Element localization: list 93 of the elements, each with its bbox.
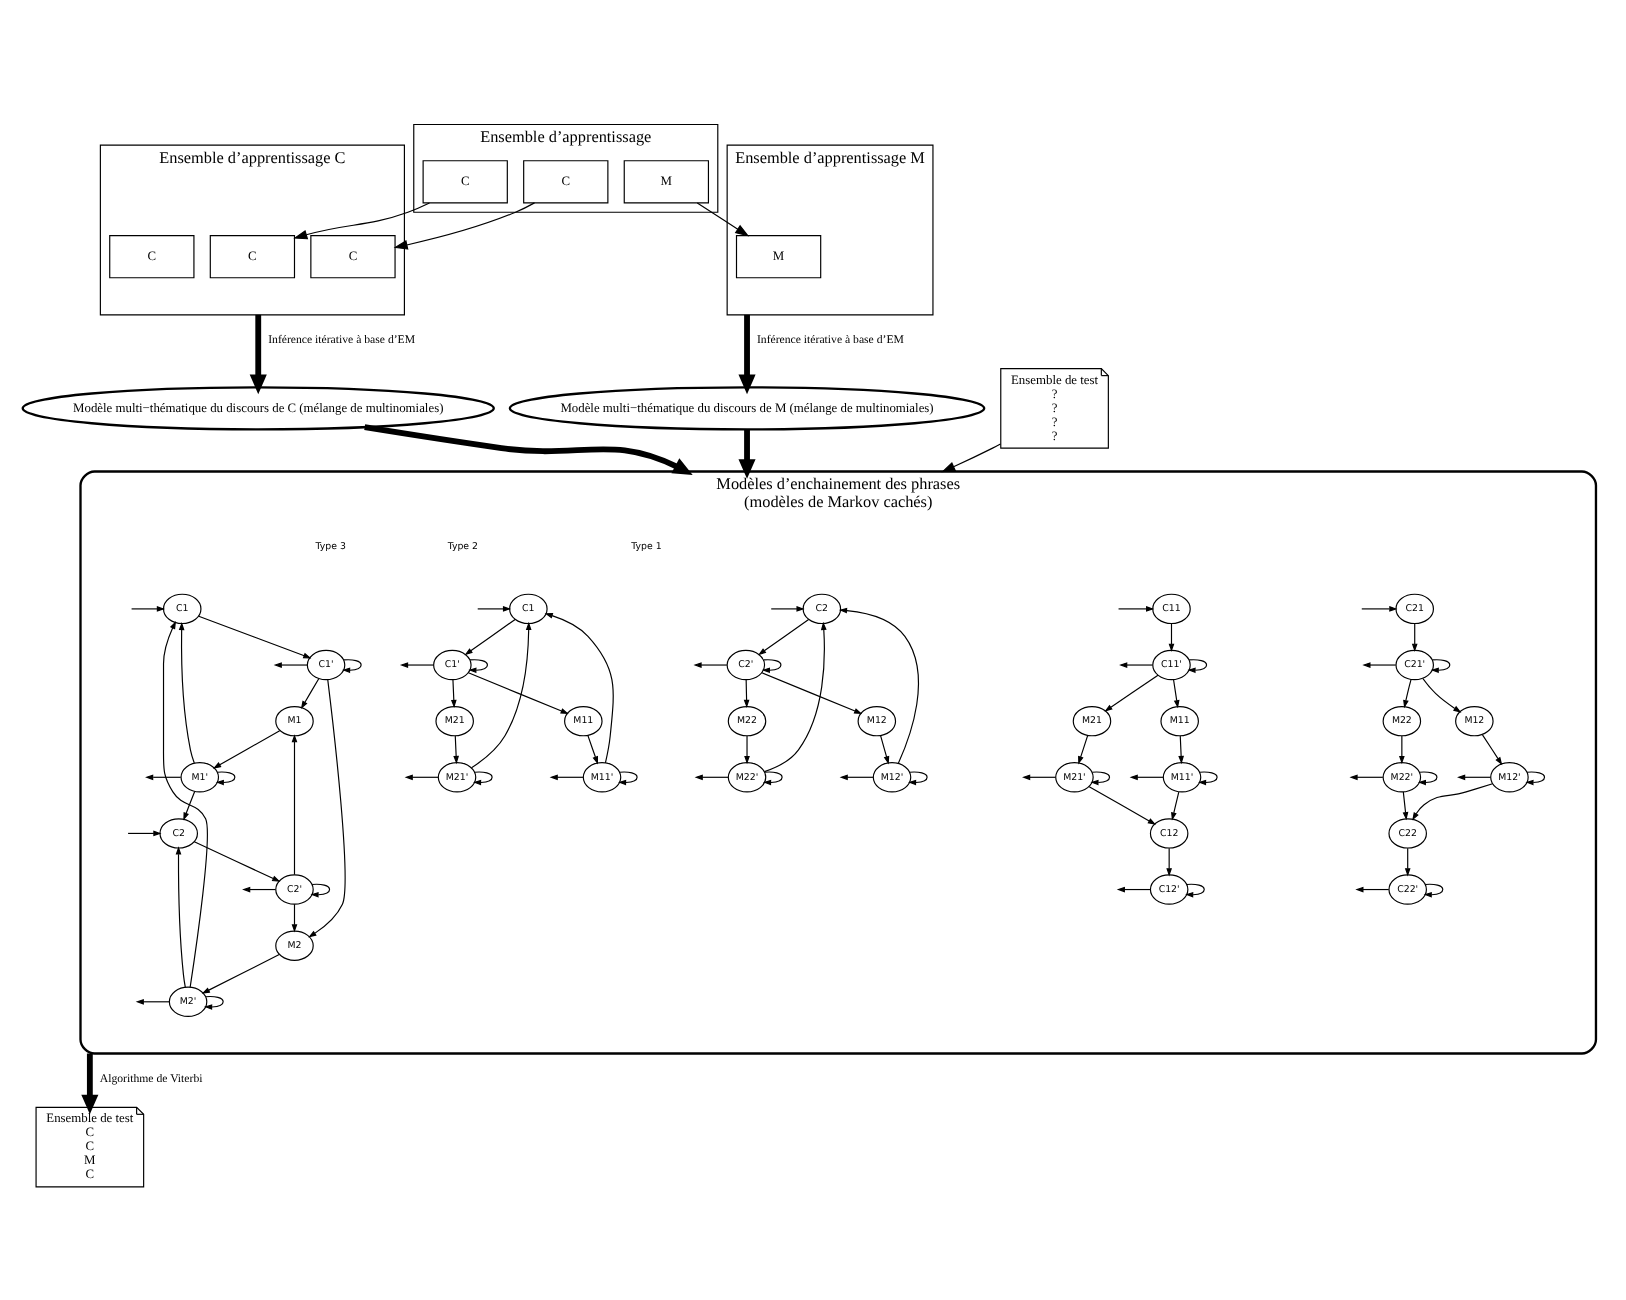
arrow (1177, 734, 1183, 764)
arrow (1077, 734, 1088, 764)
arrow (134, 997, 169, 1004)
arrow (761, 770, 782, 785)
arrow (693, 773, 728, 780)
arrow (469, 620, 531, 768)
arrow (1165, 846, 1172, 876)
arrow (1403, 846, 1410, 876)
arrow (743, 734, 749, 764)
arrow (1401, 790, 1408, 820)
arrow (403, 773, 438, 780)
arrow (467, 658, 487, 673)
arrow (838, 773, 873, 780)
arrow (1167, 622, 1174, 651)
arrow (1116, 605, 1154, 611)
arrow (1348, 773, 1383, 780)
arrow (1410, 622, 1417, 651)
arrow (1456, 773, 1491, 780)
arrow (1361, 661, 1396, 667)
arrow (290, 902, 297, 932)
arrow (1354, 885, 1389, 892)
arrow (203, 994, 223, 1009)
arrow (192, 840, 280, 881)
arrow (272, 661, 307, 667)
arrow (1118, 661, 1153, 667)
arrow (1087, 785, 1155, 824)
arrow (452, 734, 458, 764)
arrow (80, 1052, 98, 1114)
arrow (1429, 658, 1450, 673)
arrow (1416, 770, 1437, 785)
arrow (906, 770, 927, 785)
arrow (1480, 733, 1502, 765)
arrow (200, 952, 279, 993)
arrow (341, 658, 361, 673)
arrow (241, 885, 276, 892)
arrow (309, 882, 330, 897)
arrow (769, 605, 804, 611)
arrow (197, 614, 311, 658)
arrow (161, 619, 207, 987)
arrow (476, 605, 511, 611)
arrow (307, 678, 345, 937)
arrow (742, 678, 749, 707)
arrow (1021, 773, 1056, 780)
arrow (1089, 770, 1110, 785)
arrow (1421, 677, 1461, 712)
arrow (1360, 605, 1397, 611)
arrow (760, 671, 862, 713)
arrow (1186, 658, 1207, 673)
arrow (586, 733, 597, 764)
arrow (214, 770, 235, 785)
arrow (762, 620, 826, 772)
arrow (299, 677, 319, 709)
arrow (1128, 773, 1163, 780)
arrow (757, 617, 809, 655)
arrow (1170, 790, 1179, 820)
arrow (548, 773, 583, 780)
arrow (1196, 770, 1217, 785)
arrow (879, 734, 889, 764)
arrow (363, 423, 692, 474)
arrow (392, 201, 535, 249)
arrow (1184, 882, 1204, 897)
arrow (692, 661, 727, 667)
arrow (1524, 770, 1545, 785)
arrow (1398, 734, 1404, 764)
arrow (290, 733, 297, 875)
arrow (126, 829, 161, 836)
arrow (174, 845, 185, 987)
arrow (130, 605, 164, 611)
arrow (177, 620, 194, 763)
arrow (292, 201, 430, 239)
arrow (1411, 782, 1493, 820)
arrow (471, 770, 492, 785)
arrow (543, 611, 613, 763)
arrow (616, 770, 637, 785)
arrow (144, 773, 181, 780)
arrow (211, 729, 280, 768)
arrow (182, 789, 195, 820)
arrow (1171, 678, 1179, 708)
arrow (940, 442, 1001, 472)
arrow (1103, 673, 1158, 711)
arrow (248, 313, 266, 394)
arrow (398, 661, 433, 667)
arrow (1115, 885, 1150, 892)
arrow (466, 671, 568, 713)
arrow (449, 678, 456, 707)
arrow (737, 428, 755, 478)
arrow (1402, 677, 1411, 708)
arrow (1422, 882, 1443, 897)
arrow (695, 201, 749, 236)
arrow (463, 617, 515, 655)
arrow (737, 313, 755, 394)
arrow (837, 606, 919, 764)
arrow (760, 658, 781, 673)
